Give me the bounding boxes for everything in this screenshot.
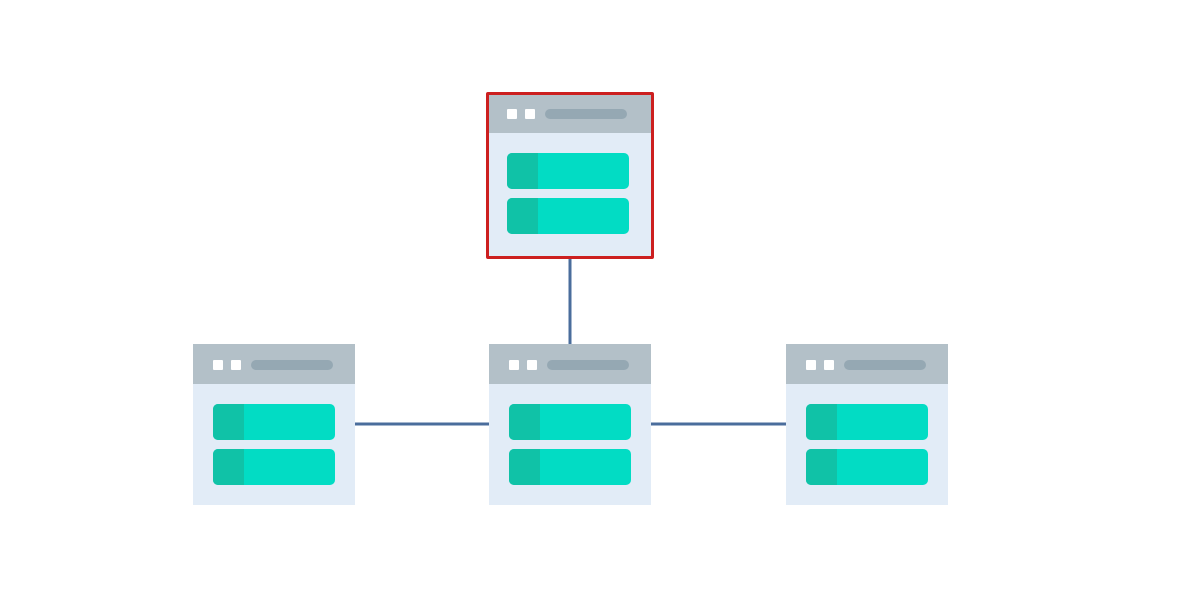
server-row-icon: [213, 404, 335, 440]
address-bar-icon: [545, 109, 627, 119]
server-row-icon: [509, 404, 631, 440]
server-row-icon: [213, 449, 335, 485]
node-top[interactable]: [486, 92, 654, 259]
node-left[interactable]: [193, 344, 355, 505]
window-titlebar: [786, 344, 948, 384]
window-dot-icon: [509, 360, 519, 370]
window-dot-icon: [507, 109, 517, 119]
window-dot-icon: [806, 360, 816, 370]
window-dot-icon: [525, 109, 535, 119]
window-dot-icon: [527, 360, 537, 370]
node-right[interactable]: [786, 344, 948, 505]
window-titlebar: [193, 344, 355, 384]
server-row-icon: [806, 404, 928, 440]
server-row-icon: [507, 198, 629, 234]
window-dot-icon: [824, 360, 834, 370]
server-row-icon: [509, 449, 631, 485]
address-bar-icon: [844, 360, 926, 370]
server-row-icon: [806, 449, 928, 485]
window-titlebar: [489, 344, 651, 384]
window-dot-icon: [231, 360, 241, 370]
node-center[interactable]: [489, 344, 651, 505]
address-bar-icon: [251, 360, 333, 370]
server-row-icon: [507, 153, 629, 189]
window-dot-icon: [213, 360, 223, 370]
address-bar-icon: [547, 360, 629, 370]
window-titlebar: [489, 95, 651, 133]
